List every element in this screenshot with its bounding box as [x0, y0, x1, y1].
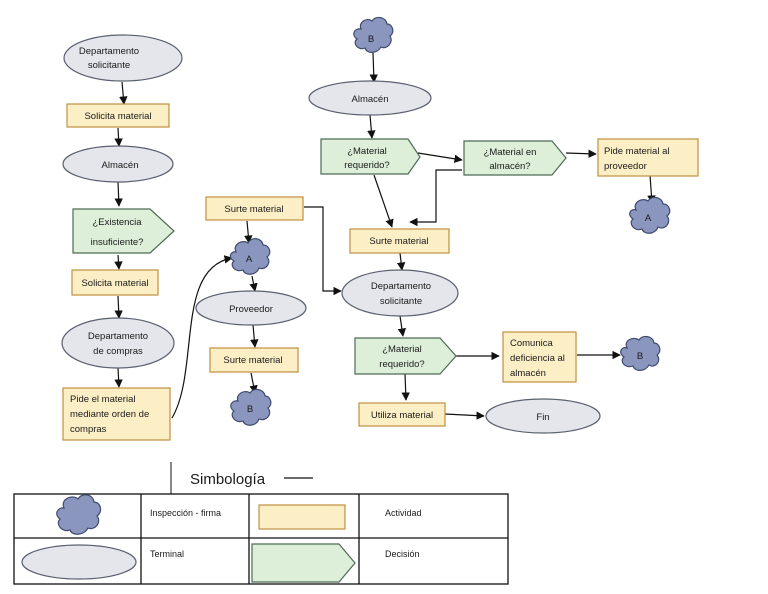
legend-title: Simbología: [190, 471, 266, 488]
connector-16: [373, 174, 394, 228]
svg-text:Almacén: Almacén: [102, 160, 139, 171]
legend-activity-swatch: [258, 504, 346, 530]
svg-text:A: A: [246, 254, 253, 265]
connector-11: [369, 52, 378, 83]
terminal-fin: Fin: [485, 398, 601, 434]
terminal-almacen-1: Almacén: [62, 145, 174, 183]
svg-text:Fin: Fin: [536, 412, 549, 423]
legend-terminal-swatch: [21, 544, 137, 580]
svg-text:B: B: [247, 404, 253, 415]
legend-decision-label: Decisión: [385, 549, 420, 559]
activity-surte-material-3: Surte material: [349, 228, 450, 254]
svg-text:Solicita material: Solicita material: [84, 111, 151, 122]
legend: Simbología Inspección - firma Actividad …: [13, 462, 509, 585]
svg-text:B: B: [637, 351, 643, 362]
legend-activity-label: Actividad: [385, 508, 422, 518]
connector-lines: [114, 52, 656, 420]
svg-text:Utiliza material: Utiliza material: [371, 410, 433, 421]
connector-1: [119, 81, 128, 105]
svg-text:Solicita material: Solicita material: [81, 278, 148, 289]
terminal-almacen-2: Almacén: [308, 80, 432, 116]
svg-text:Proveedor: Proveedor: [229, 304, 273, 315]
activity-surte-material-2: Surte material: [209, 347, 299, 373]
connector-17: [396, 252, 406, 271]
svg-text:B: B: [368, 34, 374, 45]
connector-orden-to-a: [171, 255, 233, 419]
legend-decision-swatch: [251, 543, 356, 583]
svg-text:Surte material: Surte material: [369, 236, 428, 247]
connector-22: [444, 411, 485, 420]
svg-text:Surte material: Surte material: [224, 204, 283, 215]
inspection-connector-b-top: B: [353, 16, 394, 53]
activity-surte-material-1: Surte material: [205, 196, 304, 221]
connector-9: [250, 324, 259, 348]
svg-text:Surte material: Surte material: [223, 355, 282, 366]
connector-5: [114, 295, 123, 319]
svg-text:Almacén: Almacén: [352, 94, 389, 105]
connector-surte-to-depto: [304, 206, 342, 296]
connector-8: [249, 275, 258, 292]
legend-cloud-icon: [56, 494, 102, 535]
connector-14: [565, 149, 597, 158]
legend-terminal-label: Terminal: [150, 549, 184, 559]
activity-solicita-material-1: Solicita material: [66, 103, 170, 128]
inspection-connector-a-2: A: [629, 196, 671, 234]
connector-21: [401, 373, 410, 401]
connector-6: [114, 367, 123, 388]
connector-almacen-to-surte: [409, 169, 462, 227]
connector-2: [114, 127, 123, 147]
connector-12: [367, 114, 376, 139]
activity-solicita-material-2: Solicita material: [71, 269, 159, 296]
inspection-connector-a-1: A: [229, 238, 271, 275]
inspection-connector-b-2: B: [620, 335, 661, 371]
connector-13: [417, 152, 463, 163]
connector-7: [244, 220, 253, 244]
connector-3: [114, 181, 123, 207]
connector-4: [114, 254, 123, 270]
terminal-proveedor: Proveedor: [195, 290, 307, 326]
inspection-connector-b-1: B: [230, 388, 272, 426]
legend-inspection-label: Inspección - firma: [150, 508, 221, 518]
connector-18: [397, 315, 407, 337]
activity-utiliza-material: Utiliza material: [358, 402, 446, 427]
svg-text:A: A: [645, 213, 652, 224]
